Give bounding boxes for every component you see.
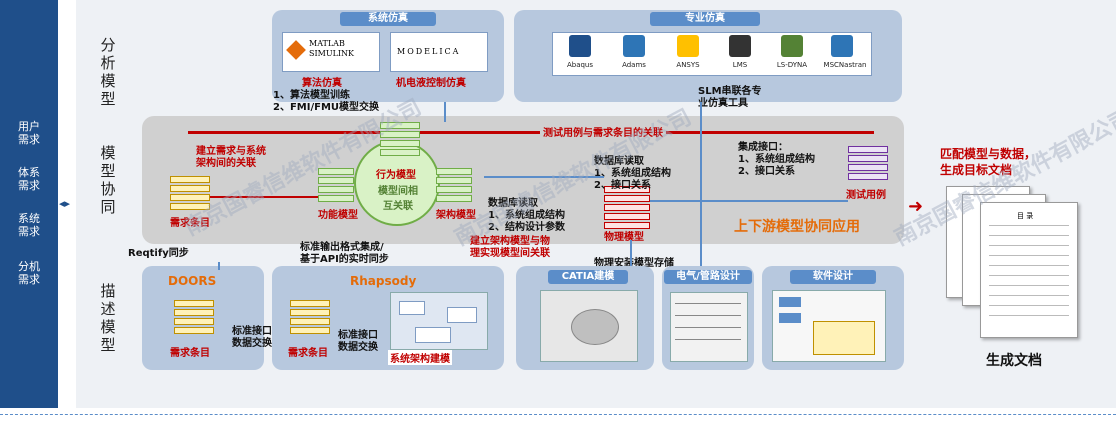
- connector-v3: [700, 102, 702, 266]
- collab-arch-label: 架构模型: [436, 210, 476, 221]
- matlab-logo-text: MATLAB SIMULINK: [309, 39, 355, 58]
- connector-v1: [218, 262, 220, 270]
- collab-center-link: 模型间相 互关联: [378, 186, 418, 212]
- collab-band: [142, 116, 904, 244]
- doc-title: 目 录: [1017, 212, 1034, 220]
- note-req-sys: 建立需求与系统 架构间的关联: [196, 146, 266, 169]
- matlab-logo-card: MATLAB SIMULINK: [282, 32, 380, 72]
- soft-thumbnail: [772, 290, 886, 362]
- modelica-logo-text: MODELICA: [397, 47, 461, 56]
- doors-req-stack: [174, 300, 214, 336]
- tool-lsdyna: LS-DYNA: [776, 61, 808, 69]
- nastran-icon: [831, 35, 853, 57]
- req-stack: [170, 176, 210, 212]
- note-db-read-2: 数据库读取 1、系统组成结构 2、结构设计参数: [488, 198, 565, 233]
- abaqus-icon: [569, 35, 591, 57]
- phys-stack: [604, 186, 650, 231]
- right-gen-label: 生成文档: [986, 353, 1042, 369]
- doors-title: DOORS: [168, 274, 217, 288]
- func-stack: [318, 168, 354, 204]
- note-arch-phys: 建立架构模型与物 理实现模型间关联: [470, 236, 550, 259]
- lsdyna-icon: [781, 35, 803, 57]
- layer-label-desc: 描述模型: [100, 282, 116, 354]
- rhapsody-title: Rhapsody: [350, 274, 417, 288]
- rh-arch-thumbnail: [390, 292, 488, 350]
- catia-title: CATIA建模: [548, 270, 628, 284]
- note-std-if-1: 标准接口 数据交换: [232, 326, 272, 349]
- rh-req-label: 需求条目: [288, 348, 328, 359]
- note-std-out: 标准输出格式集成/ 基于API的实时同步: [300, 242, 389, 265]
- pro-sim-title: 专业仿真: [650, 12, 760, 26]
- note-reqtify: Reqtify同步: [128, 248, 189, 259]
- note-std-if-2: 标准接口 数据交换: [338, 330, 378, 353]
- layer-label-analysis: 分析模型: [100, 36, 116, 108]
- bottom-divider: [0, 414, 1116, 415]
- note-fmi: 1、算法模型训练 2、FMI/FMU模型交换: [273, 90, 380, 113]
- tool-lms: LMS: [732, 61, 748, 69]
- tool-ansys: ANSYS: [676, 61, 700, 69]
- tool-nastran: MSCNastran: [823, 61, 867, 69]
- layer-label-collab: 模型协同: [100, 144, 116, 216]
- note-test-link: 测试用例与需求条目的关联: [540, 128, 666, 140]
- lms-icon: [729, 35, 751, 57]
- doors-req-label: 需求条目: [170, 348, 210, 359]
- connector-h1: [484, 176, 604, 178]
- note-phys-store: 物理安装模型存储: [594, 258, 674, 269]
- elec-title: 电气/管路设计: [664, 270, 752, 284]
- catia-thumbnail: [540, 290, 638, 362]
- label-algo-sim: 算法仿真: [302, 78, 342, 89]
- collab-phys-label: 物理模型: [604, 232, 644, 243]
- right-arrow-icon: ➜: [908, 196, 924, 217]
- left-item-sub-req: 分机 需求: [18, 260, 40, 286]
- double-arrow-icon: ◂▸: [59, 197, 71, 210]
- doc-page-front: 目 录: [980, 202, 1078, 338]
- connector-h2: [210, 196, 318, 198]
- collab-func-label: 功能模型: [318, 210, 358, 221]
- soft-title: 软件设计: [790, 270, 876, 284]
- test-link-line: [188, 131, 874, 134]
- test-stack: [848, 146, 888, 182]
- rh-req-stack: [290, 300, 330, 336]
- note-slm: SLM串联各专 业仿真工具: [698, 86, 762, 109]
- left-item-system-req: 系统 需求: [18, 212, 40, 238]
- modelica-logo-card: MODELICA: [390, 32, 488, 72]
- collab-center-behavior: 行为模型: [376, 170, 416, 181]
- connector-v2: [444, 102, 446, 122]
- tool-adams: Adams: [622, 61, 646, 69]
- collab-test-label: 测试用例: [846, 190, 886, 201]
- behavior-stack: [380, 122, 420, 158]
- left-item-user-req: 用户 需求: [18, 120, 40, 146]
- collab-app-label: 上下游模型协同应用: [734, 219, 860, 235]
- connector-v4: [630, 240, 632, 266]
- tool-abaqus: Abaqus: [566, 61, 594, 69]
- note-db-read-1: 数据库读取 1、系统组成结构 2、接口关系: [594, 156, 671, 191]
- right-match-label: 匹配模型与数据， 生成目标文档: [940, 147, 1037, 177]
- left-item-sos-req: 体系 需求: [18, 166, 40, 192]
- pro-sim-logos: Abaqus Adams ANSYS LMS LS-DYNA MSCNastra…: [552, 32, 872, 76]
- left-sidebar: [0, 0, 58, 408]
- connector-h3: [650, 200, 848, 202]
- system-sim-title: 系统仿真: [340, 12, 436, 26]
- rh-arch-label: 系统架构建模: [388, 350, 452, 365]
- arch-stack: [436, 168, 472, 204]
- matlab-logo-icon: [286, 40, 306, 60]
- collab-req-label: 需求条目: [170, 218, 210, 229]
- label-mech-sim: 机电液控制仿真: [396, 78, 466, 89]
- note-integration: 集成接口： 1、系统组成结构 2、接口关系: [738, 142, 815, 177]
- elec-thumbnail: [670, 292, 748, 362]
- adams-icon: [623, 35, 645, 57]
- ansys-icon: [677, 35, 699, 57]
